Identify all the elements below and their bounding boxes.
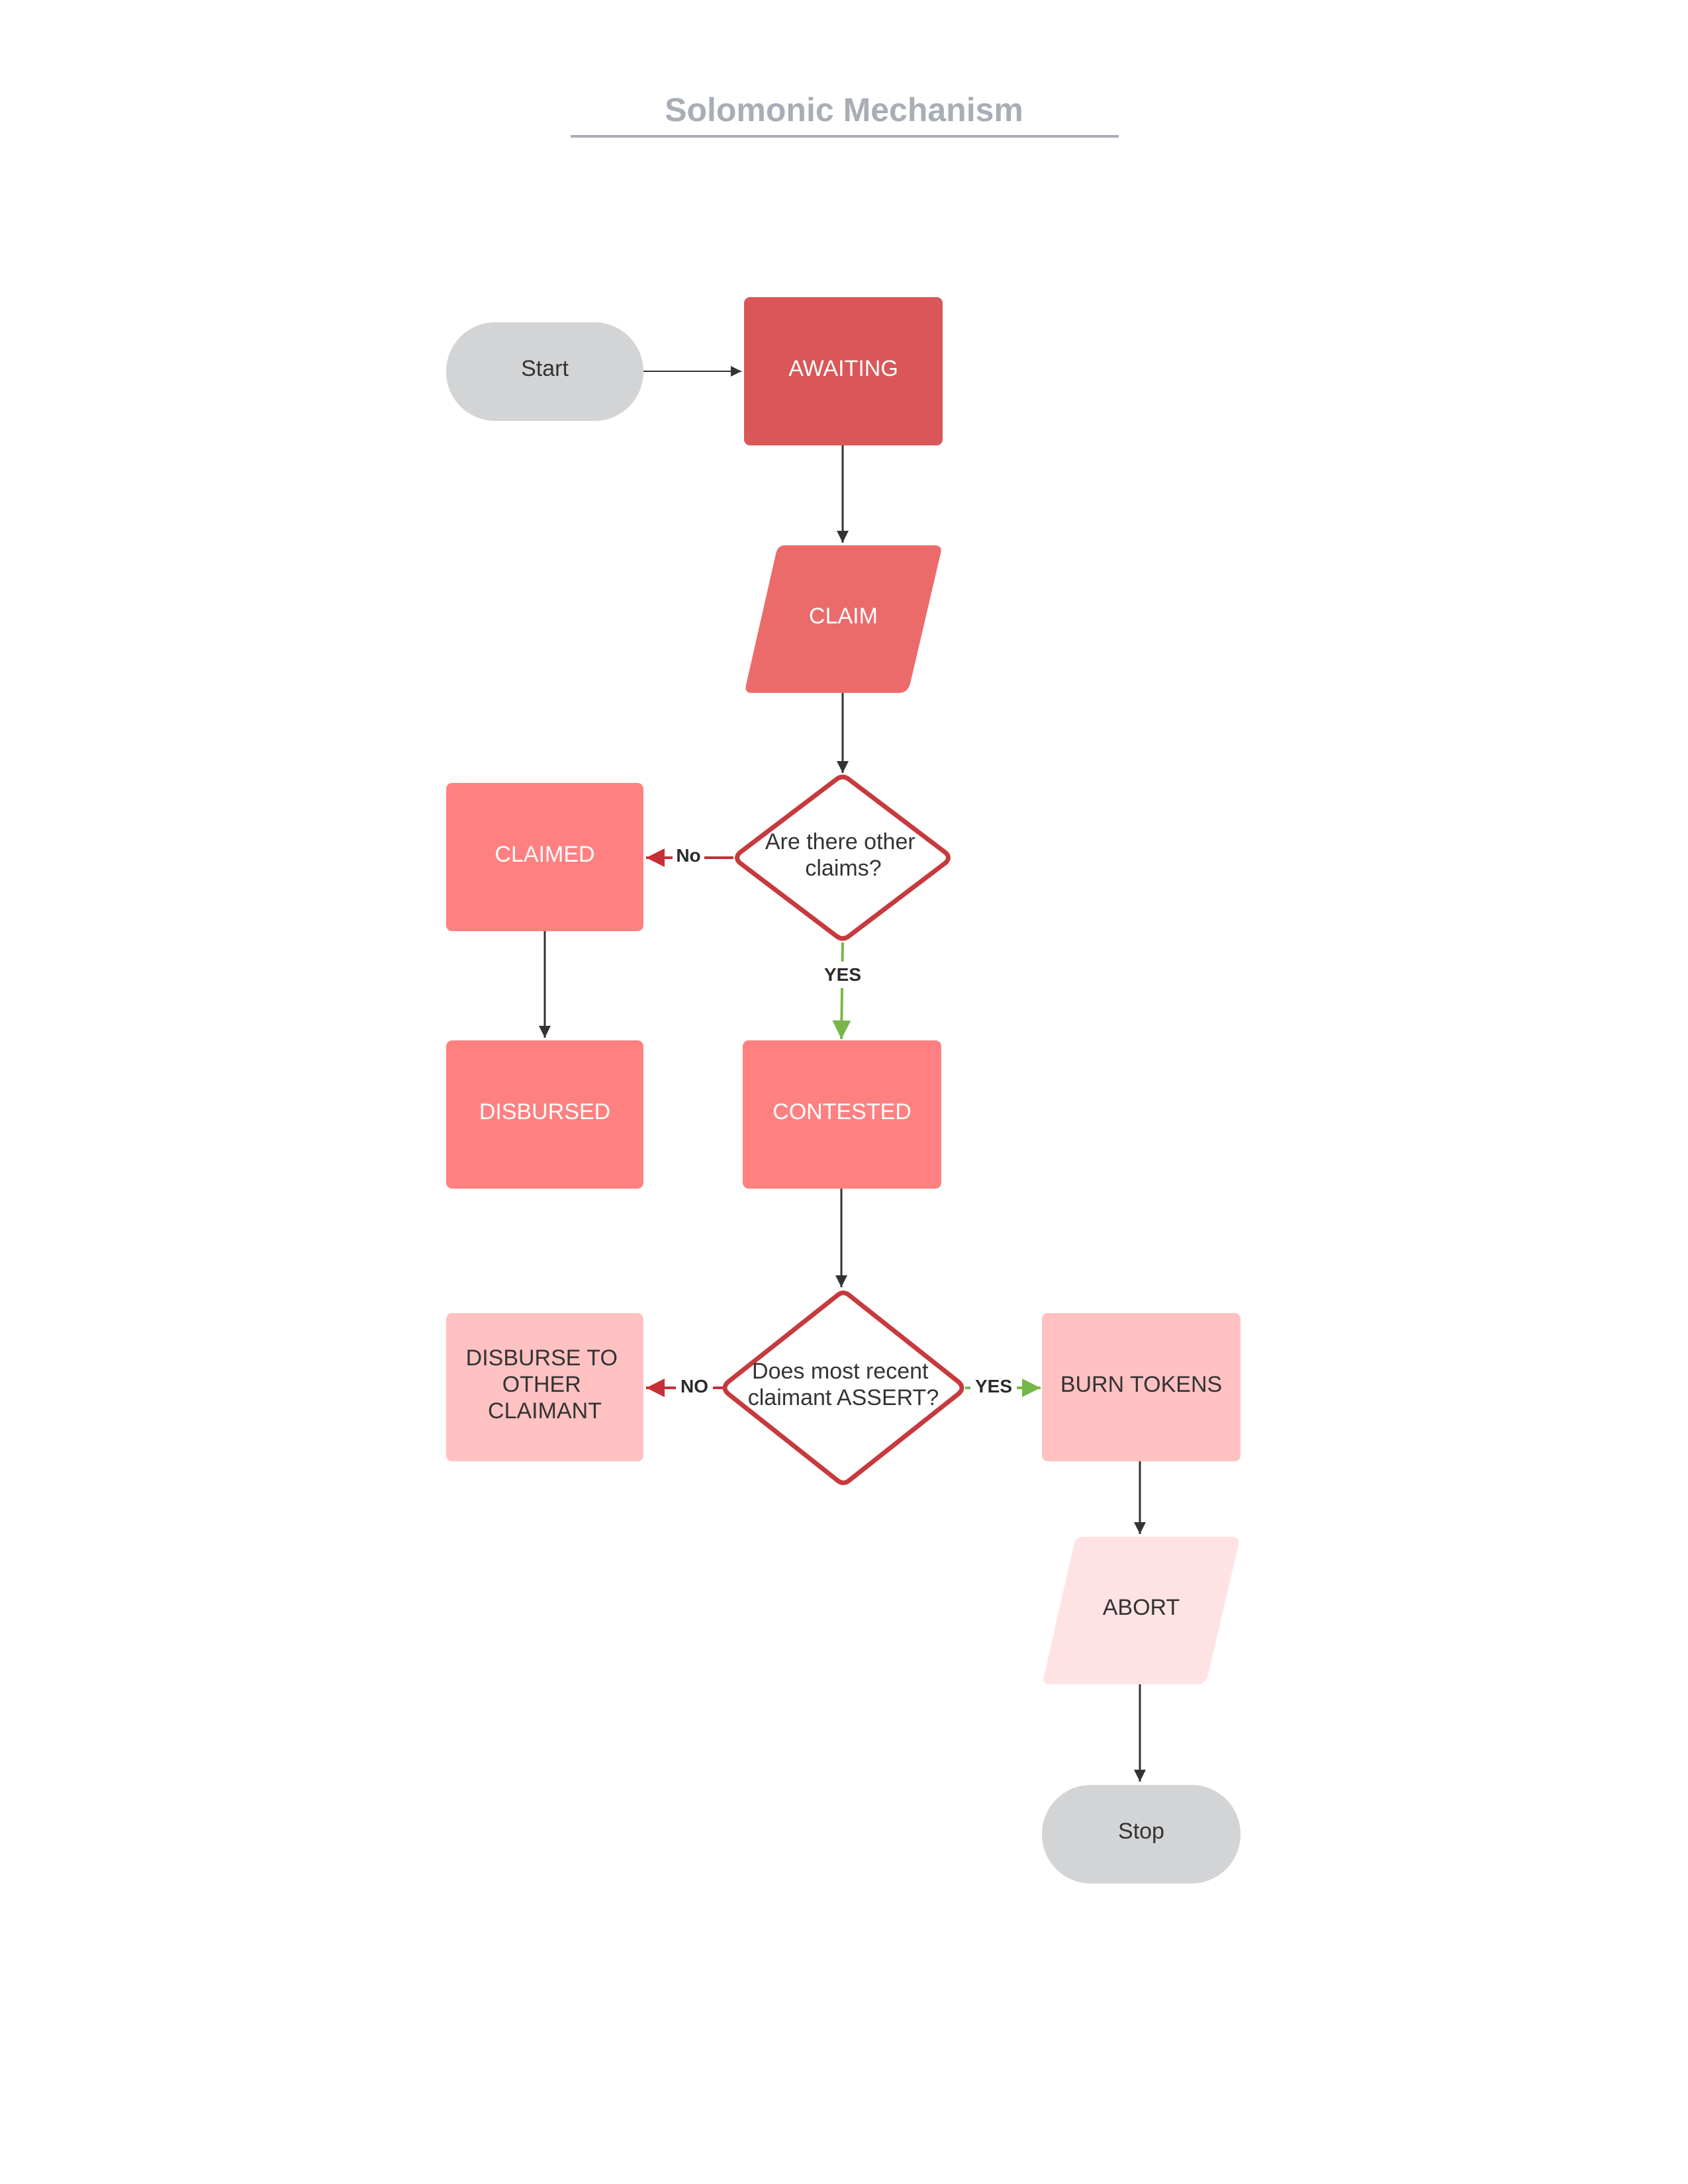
contested-label: CONTESTED	[773, 1099, 912, 1124]
disbursed-label: DISBURSED	[479, 1099, 610, 1124]
disburse-other-state[interactable]: DISBURSE TO OTHER CLAIMANT	[446, 1313, 643, 1461]
contested-state[interactable]: CONTESTED	[743, 1040, 941, 1189]
awaiting-state[interactable]: AWAITING	[744, 297, 943, 445]
edge-label-no: No	[676, 845, 700, 866]
decision-other-claims-shape	[735, 774, 951, 941]
abort-output[interactable]: ABORT	[1043, 1537, 1239, 1684]
abort-label: ABORT	[1103, 1595, 1180, 1620]
edge-label-yes: YES	[975, 1376, 1012, 1396]
burn-tokens-label: BURN TOKENS	[1060, 1372, 1222, 1397]
page-title: Solomonic Mechanism	[665, 91, 1023, 128]
edge-other-claims-yes	[832, 942, 851, 1040]
burn-tokens-state[interactable]: BURN TOKENS	[1042, 1313, 1241, 1461]
start-terminator[interactable]: Start	[446, 322, 643, 421]
edge-label-yes: YES	[824, 964, 861, 985]
disbursed-shape	[446, 1040, 643, 1189]
edge-label-bg	[673, 844, 704, 870]
contested-shape	[743, 1040, 941, 1189]
start-label: Start	[521, 356, 569, 381]
edge-label-bg	[821, 962, 865, 988]
claim-input[interactable]: CLAIM	[745, 545, 941, 693]
edge-label-bg	[970, 1375, 1017, 1400]
awaiting-shape	[744, 297, 943, 445]
edge-label-no: NO	[680, 1376, 708, 1396]
disburse-other-label: DISBURSE TO OTHER CLAIMANT	[466, 1345, 624, 1424]
stop-label: Stop	[1118, 1819, 1164, 1844]
claimed-shape	[446, 783, 643, 931]
disbursed-state[interactable]: DISBURSED	[446, 1040, 643, 1189]
decision-assert[interactable]: Does most recent claimant ASSERT?	[722, 1291, 964, 1485]
burn-tokens-shape	[1042, 1313, 1241, 1461]
claimed-state[interactable]: CLAIMED	[446, 783, 643, 931]
claim-label: CLAIM	[809, 604, 878, 629]
abort-shape	[1043, 1537, 1239, 1684]
start-shape	[446, 322, 643, 421]
decision-other-claims-label: Are there other claims?	[765, 829, 921, 881]
disburse-other-shape	[446, 1313, 643, 1461]
claim-shape	[745, 545, 941, 693]
decision-assert-label: Does most recent claimant ASSERT?	[748, 1359, 939, 1410]
awaiting-label: AWAITING	[788, 356, 898, 381]
edge-label-bg	[676, 1375, 713, 1400]
stop-terminator[interactable]: Stop	[1042, 1785, 1241, 1884]
claimed-label: CLAIMED	[494, 842, 594, 867]
decision-assert-shape	[722, 1291, 964, 1485]
stop-shape	[1042, 1785, 1241, 1884]
decision-other-claims[interactable]: Are there other claims?	[735, 774, 951, 941]
